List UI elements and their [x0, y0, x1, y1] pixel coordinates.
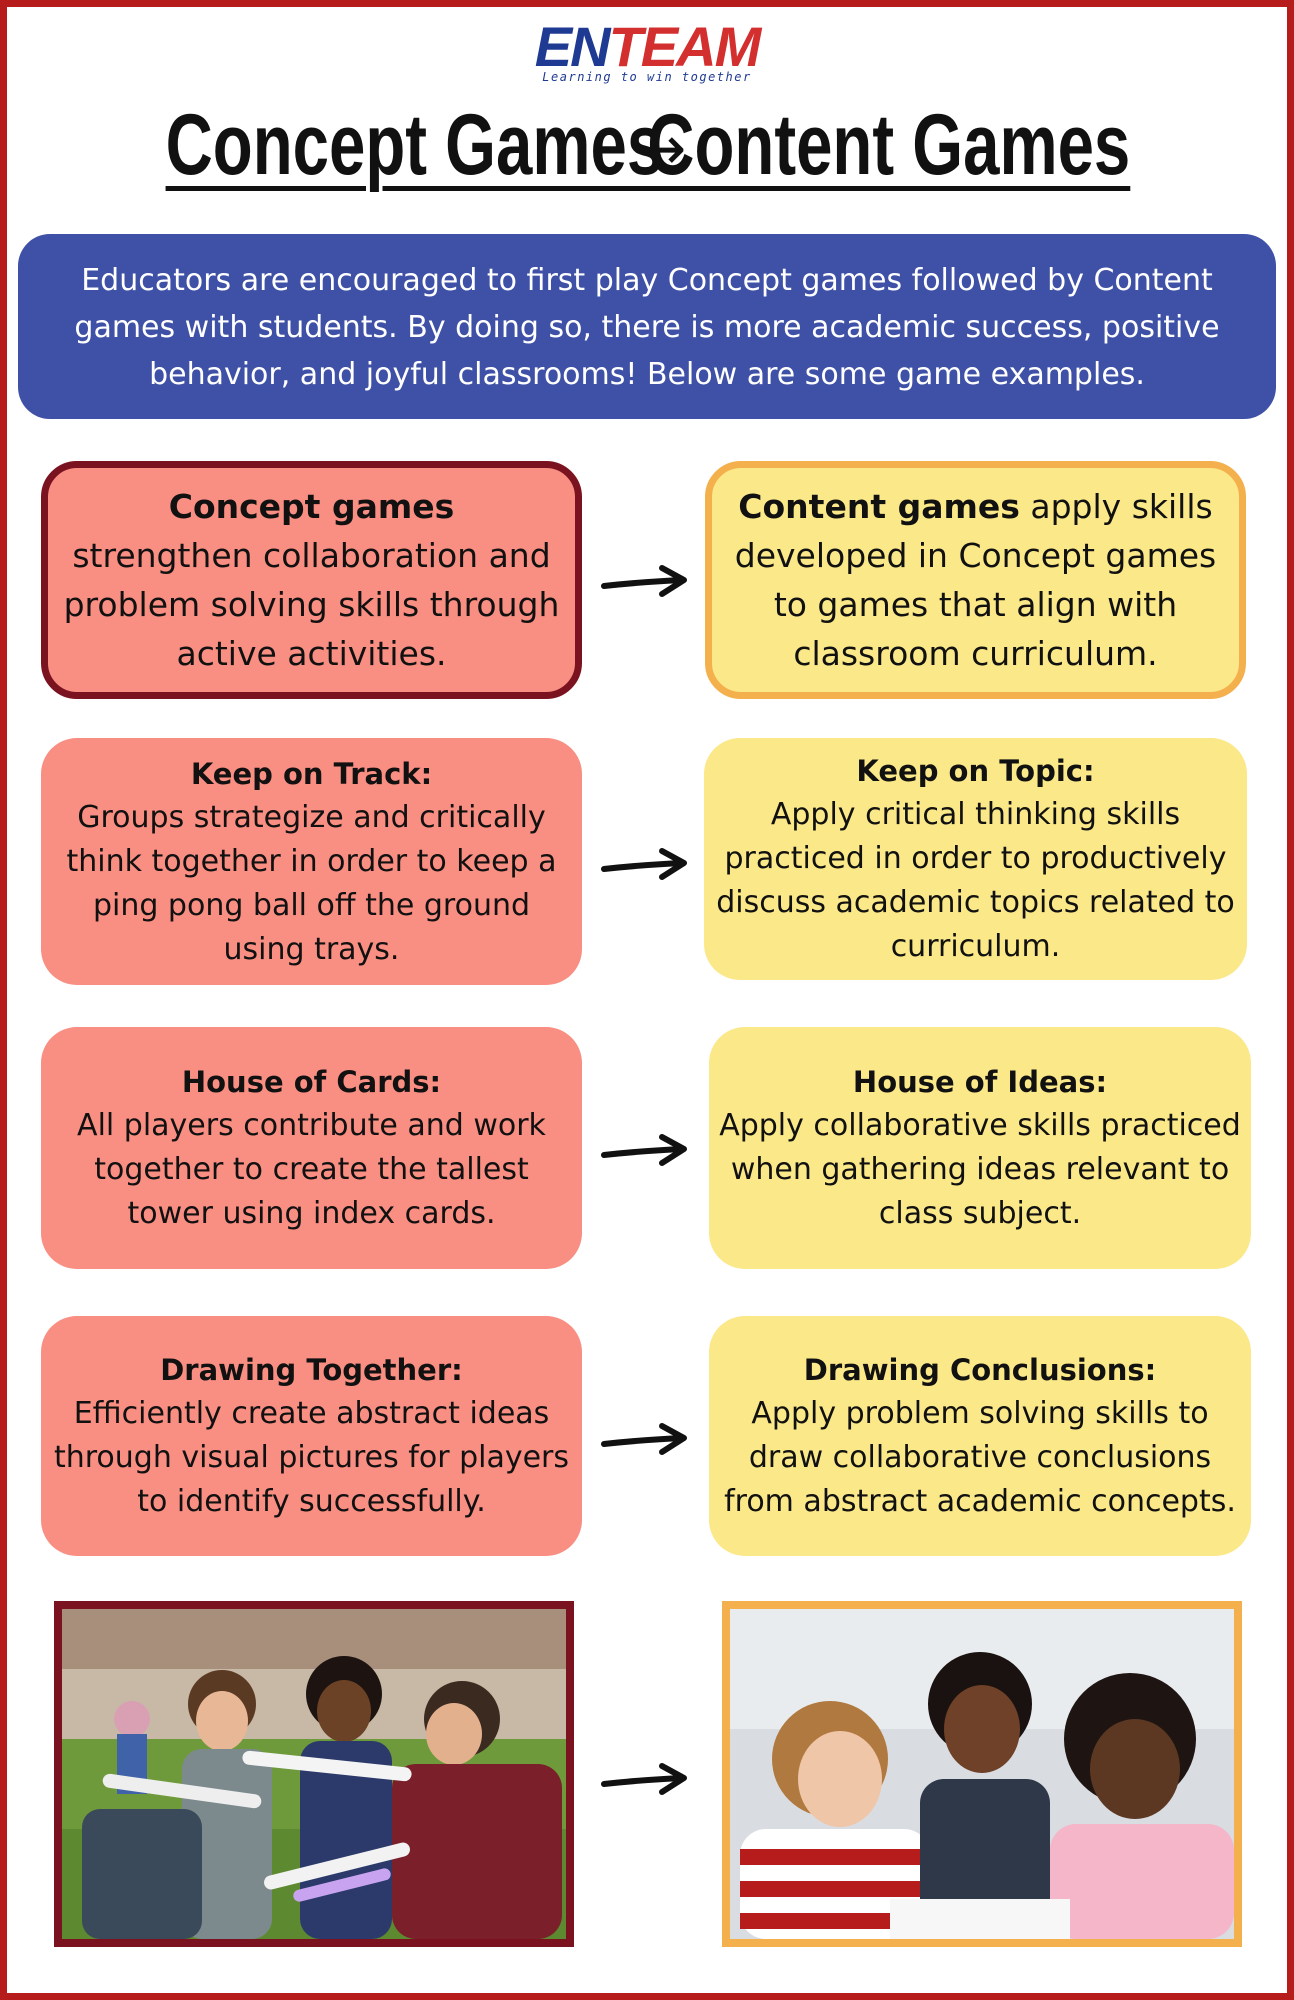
- arrow-right-icon: [601, 1423, 687, 1455]
- concept-games-header-card: Concept games strengthen collaboration a…: [41, 461, 582, 699]
- concept-card-desc: All players contribute and work together…: [77, 1108, 546, 1231]
- concept-card-keep-on-track: Keep on Track: Groups strategize and cri…: [41, 738, 582, 985]
- content-card-desc: Apply problem solving skills to draw col…: [724, 1396, 1236, 1519]
- concept-card-desc: Groups strategize and critically think t…: [66, 799, 557, 967]
- content-games-header-text: apply skills developed in Concept games …: [734, 487, 1217, 673]
- content-games-header-card: Content games apply skills developed in …: [705, 461, 1246, 699]
- concept-games-header-text: strengthen collaboration and problem sol…: [63, 536, 560, 673]
- page-title: Concept Games → Content Games: [60, 90, 1234, 200]
- title-arrow-icon: →: [635, 114, 687, 184]
- arrow-right-icon: [601, 565, 687, 597]
- content-card-desc: Apply critical thinking skills practiced…: [716, 797, 1235, 964]
- content-card-house-of-ideas: House of Ideas: Apply collaborative skil…: [709, 1027, 1251, 1269]
- concept-card-title: Drawing Together:: [160, 1353, 463, 1387]
- enteam-logo: ENTEAM Learning to win together: [497, 18, 797, 90]
- content-card-desc: Apply collaborative skills practiced whe…: [719, 1108, 1241, 1231]
- concept-card-drawing-together: Drawing Together: Efficiently create abs…: [41, 1316, 582, 1556]
- content-card-title: Keep on Topic:: [856, 754, 1095, 788]
- concept-game-photo: [54, 1601, 574, 1947]
- logo-team: TEAM: [608, 15, 762, 78]
- concept-card-desc: Efficiently create abstract ideas throug…: [53, 1396, 570, 1519]
- concept-games-header-bold: Concept games: [168, 487, 455, 526]
- concept-card-title: Keep on Track:: [190, 756, 433, 791]
- concept-card-house-of-cards: House of Cards: All players contribute a…: [41, 1027, 582, 1269]
- logo-en: EN: [534, 15, 611, 78]
- content-card-drawing-conclusions: Drawing Conclusions: Apply problem solvi…: [709, 1316, 1251, 1556]
- arrow-right-icon: [601, 848, 687, 880]
- content-card-title: Drawing Conclusions:: [803, 1353, 1157, 1387]
- logo-tagline: Learning to win together: [542, 70, 752, 84]
- students-reading-together-image: [730, 1609, 1234, 1939]
- content-card-keep-on-topic: Keep on Topic: Apply critical thinking s…: [704, 738, 1247, 980]
- title-concept-games: Concept Games: [165, 96, 664, 193]
- concept-card-title: House of Cards:: [181, 1065, 442, 1099]
- content-card-title: House of Ideas:: [852, 1065, 1108, 1099]
- content-games-header-bold: Content games: [738, 487, 1020, 526]
- arrow-right-icon: [601, 1134, 687, 1166]
- content-game-photo: [722, 1601, 1242, 1947]
- title-content-games: Content Games: [647, 96, 1131, 193]
- students-outdoor-tubes-image: [62, 1609, 566, 1939]
- arrow-right-icon: [601, 1763, 687, 1795]
- intro-banner: Educators are encouraged to first play C…: [18, 234, 1276, 419]
